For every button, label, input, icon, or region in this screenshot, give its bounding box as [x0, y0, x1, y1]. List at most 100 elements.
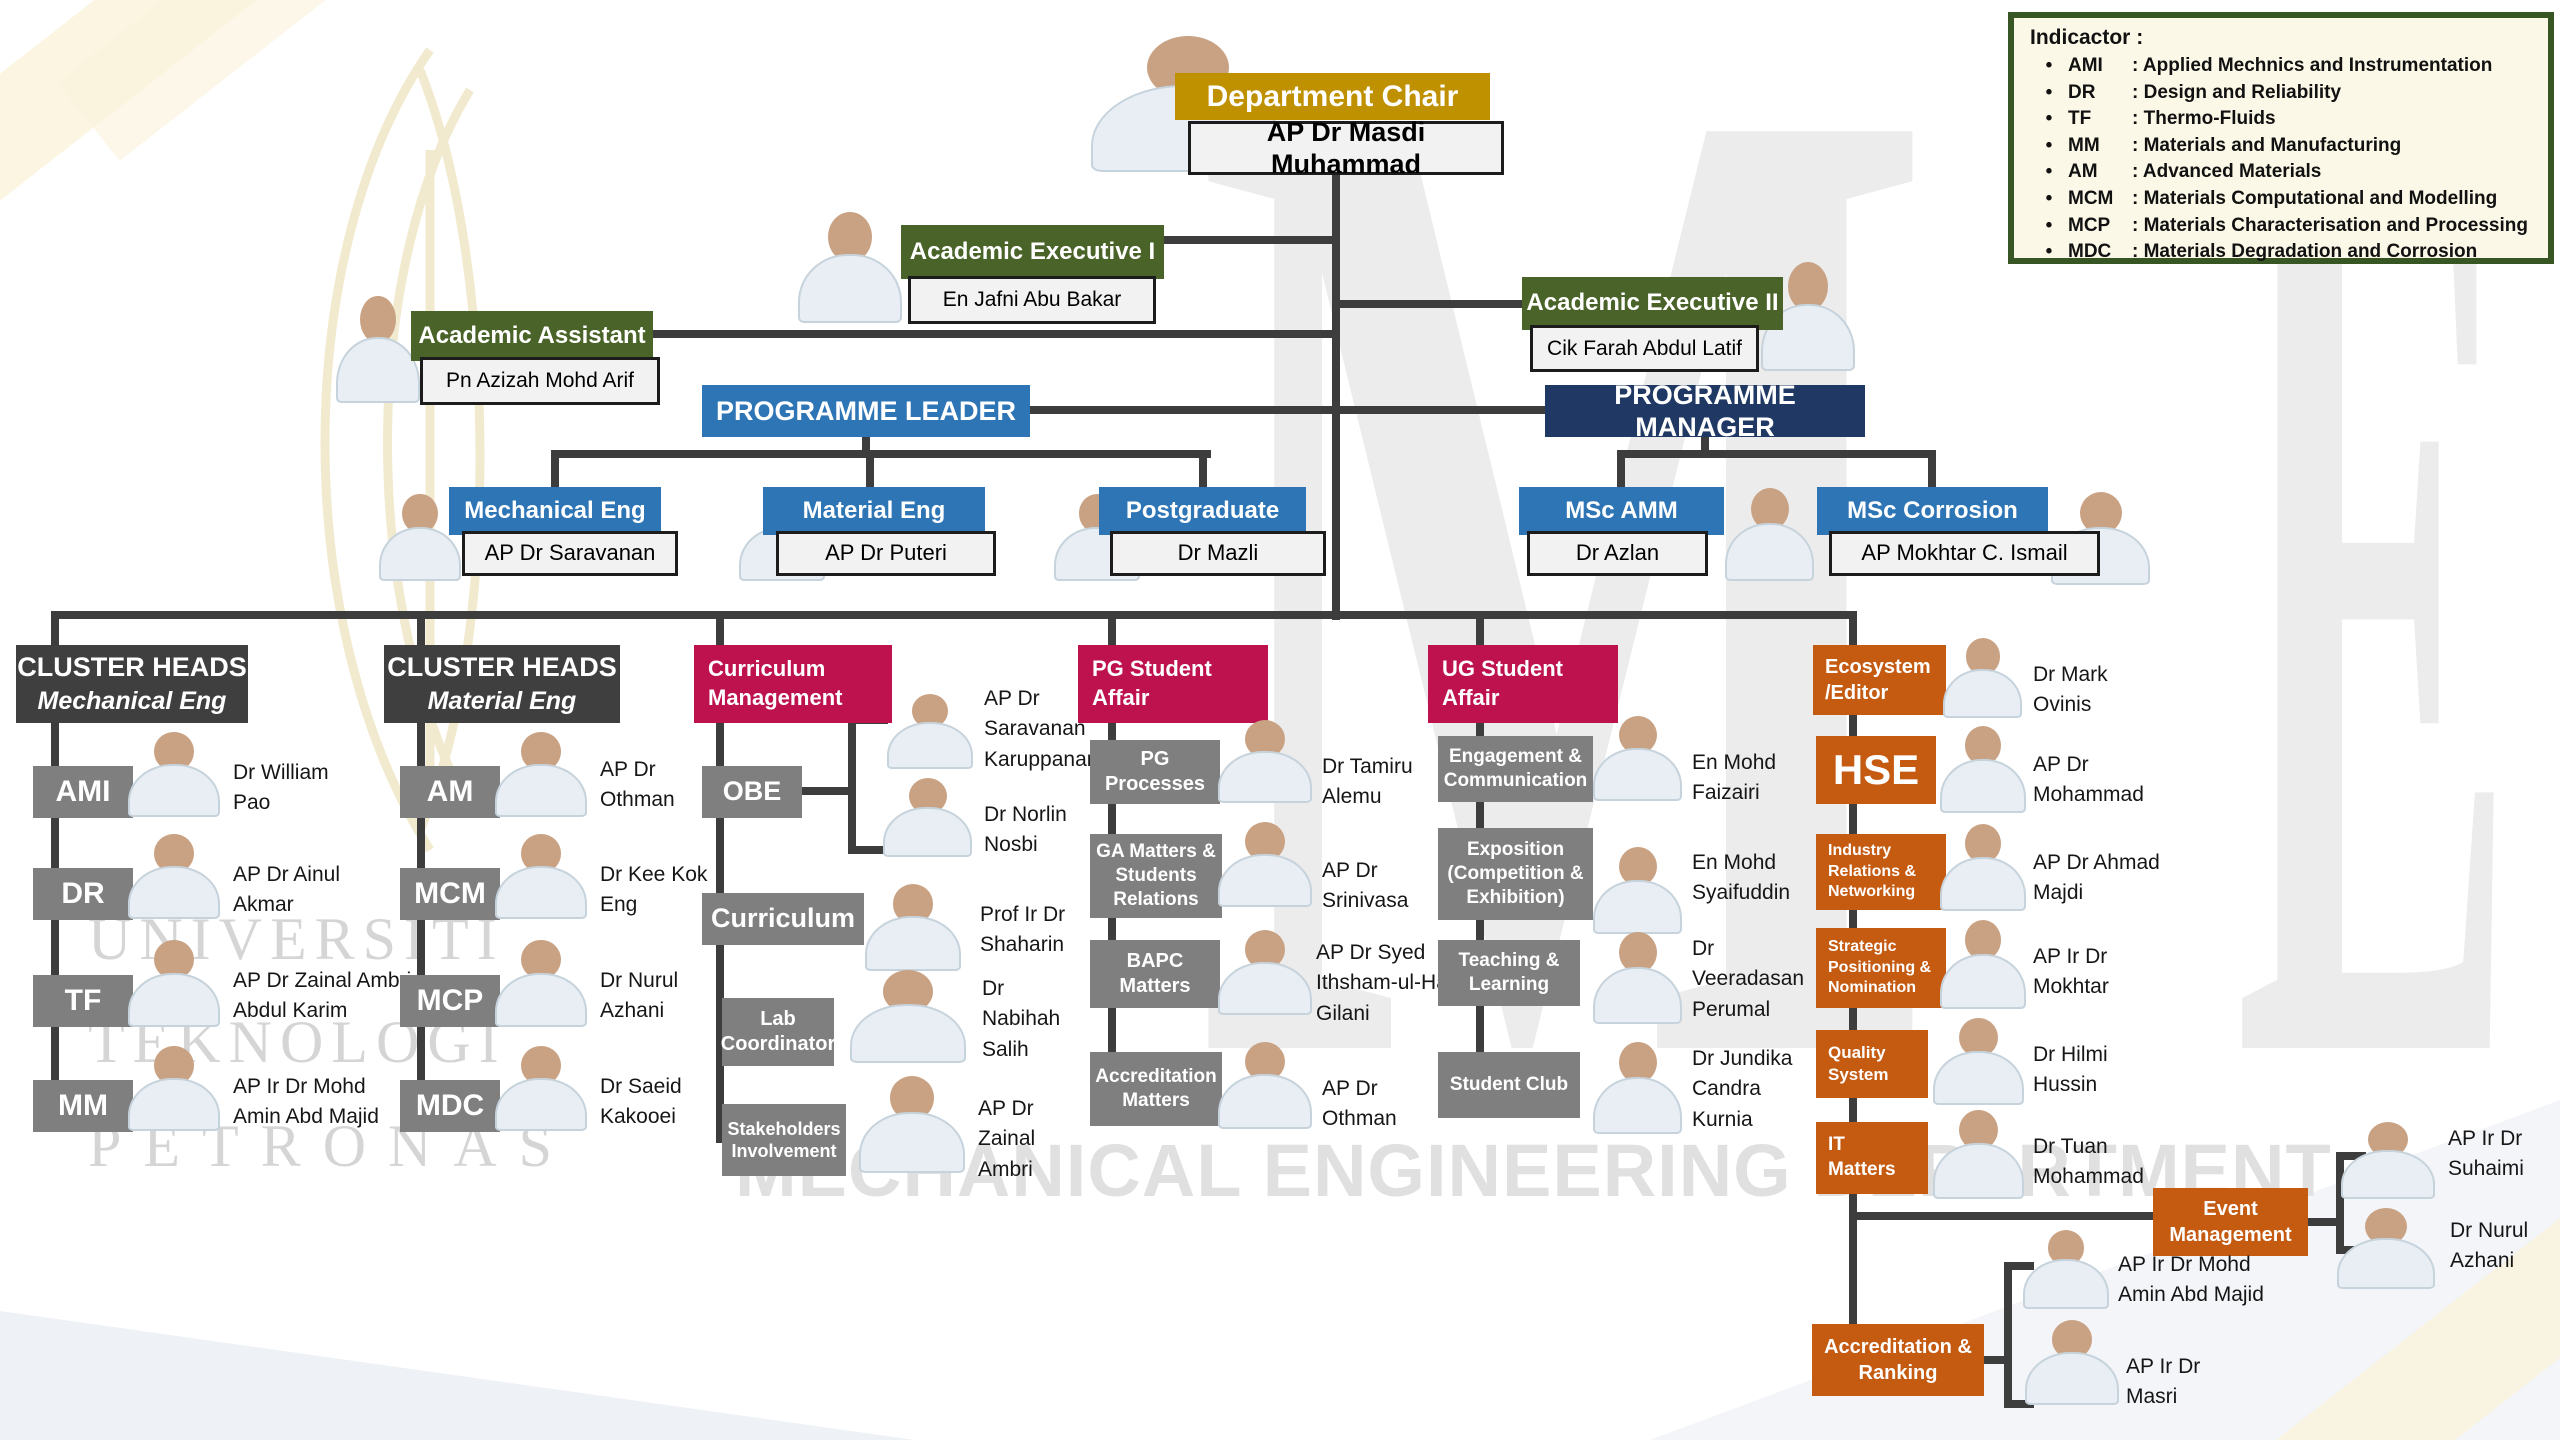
industry-name: AP Dr Ahmad Majdi — [2033, 851, 2160, 905]
accreditation-ranking-box: Accreditation & Ranking — [1812, 1324, 1984, 1396]
event-person1-photo — [2338, 1118, 2438, 1202]
cluster-mat-mcp-box: MCP — [400, 975, 500, 1027]
material-eng-title-box: Material Eng — [763, 487, 985, 535]
indicator-title: Indicactor : — [2030, 26, 2144, 49]
programme-manager-box: PROGRAMME MANAGER — [1545, 380, 1865, 442]
ug-engagement-box: Engagement & Communication — [1438, 736, 1593, 802]
strategic-photo — [1937, 916, 2029, 1012]
pg-accred-box: Accreditation Matters — [1090, 1052, 1222, 1126]
postgraduate-title-box: Postgraduate — [1099, 487, 1306, 535]
cluster-mech-subtitle: Mechanical Eng — [37, 687, 227, 716]
event-person2-name: Dr Nurul Azhani — [2450, 1219, 2529, 1273]
chair-title-box: Department Chair — [1175, 73, 1490, 120]
connector-event-r — [2308, 1218, 2340, 1226]
connector-trunk — [1332, 175, 1340, 620]
indicator-item: TF: Thermo-Fluids — [2030, 106, 2532, 133]
ug-teaching-box: Teaching & Learning — [1438, 940, 1580, 1006]
connector-event-top — [2336, 1152, 2366, 1160]
cluster-mat-mdc-box: MDC — [400, 1080, 500, 1132]
exec1-title-box: Academic Executive I — [901, 225, 1164, 279]
indicator-legend: Indicactor : AMI: Applied Mechnics and I… — [2008, 12, 2554, 264]
event-management-box: Event Management — [2153, 1188, 2308, 1256]
ecosystem-box: Ecosystem /Editor — [1813, 645, 1946, 715]
pg-ga-box: GA Matters & Students Relations — [1090, 834, 1222, 918]
connector-accred-v — [2004, 1262, 2012, 1408]
obe-person2-name: Dr Norlin Nosbi — [984, 803, 1067, 857]
pg-processes-box: PG Processes — [1090, 740, 1220, 804]
cluster-mech-dr-box: DR — [33, 868, 133, 920]
strategic-box: Strategic Positioning & Nomination — [1816, 928, 1946, 1008]
cluster-mat-mcm-name: Dr Kee Kok Eng — [600, 863, 708, 917]
industry-box: Industry Relations & Networking — [1816, 834, 1946, 910]
postgraduate-name-box: Dr Mazli — [1110, 531, 1326, 576]
accred-person1-name: AP Ir Dr Mohd Amin Abd Majid — [2118, 1253, 2264, 1307]
ug-studentclub-name: Dr Jundika Candra Kurnia — [1692, 1047, 1793, 1131]
quality-box: Quality System — [1816, 1030, 1928, 1098]
obe-person1-photo — [884, 690, 976, 772]
ug-exposition-box: Exposition (Competition & Exhibition) — [1438, 828, 1593, 920]
connector-pm-stem — [1701, 437, 1709, 455]
event-person2-photo — [2334, 1204, 2438, 1292]
curriculum-header: Curriculum Management — [694, 645, 892, 723]
exec1-photo — [795, 208, 905, 326]
accred-person2-photo — [2022, 1316, 2122, 1408]
msc-corrosion-title-box: MSc Corrosion — [1817, 487, 2048, 535]
connector-pl-child1 — [551, 450, 559, 490]
ug-header: UG Student Affair — [1428, 645, 1618, 723]
material-eng-name-box: AP Dr Puteri — [776, 531, 996, 576]
industry-photo — [1937, 820, 2029, 914]
connector-assistant — [650, 330, 1336, 338]
cluster-mat-title: CLUSTER HEADS — [387, 651, 617, 682]
curriculum-person-name: Prof Ir Dr Shaharin — [980, 903, 1066, 957]
cluster-mat-mcm-box: MCM — [400, 868, 500, 920]
cluster-mat-am-name: AP Dr Othman — [600, 758, 675, 812]
mech-eng-title-box: Mechanical Eng — [449, 487, 661, 535]
connector-event-v — [2336, 1152, 2344, 1254]
cluster-mech-tf-photo — [125, 936, 223, 1030]
connector-obe-bottom — [848, 846, 888, 854]
connector-pl-children — [551, 450, 1211, 458]
cluster-mat-am-photo — [492, 728, 590, 820]
ug-exposition-photo — [1590, 843, 1685, 937]
connector-pm-child2 — [1928, 450, 1936, 490]
pg-accred-photo — [1215, 1038, 1315, 1132]
connector-pm-children — [1617, 450, 1936, 458]
it-matters-photo — [1930, 1106, 2027, 1202]
connector-pl-pm — [1028, 406, 1548, 414]
indicator-item: MM: Materials and Manufacturing — [2030, 133, 2532, 160]
pg-bapc-name: AP Dr Syed Ithsham-ul-Haq Gilani — [1316, 941, 1460, 1025]
watermark-department-name: MECHANICAL ENGINEERING DEPARTMENT — [735, 1129, 2332, 1212]
utp-logo-watermark — [320, 47, 485, 853]
corner-decor-bottom-left — [0, 1311, 915, 1440]
cluster-mat-mcp-name: Dr Nurul Azhani — [600, 969, 679, 1023]
ug-exposition-name: En Mohd Syaifuddin — [1692, 851, 1791, 905]
ug-studentclub-box: Student Club — [1438, 1052, 1580, 1118]
obe-box: OBE — [702, 766, 802, 818]
cluster-mech-dr-photo — [125, 830, 223, 922]
cluster-mat-mcm-photo — [492, 830, 590, 922]
hse-photo — [1937, 722, 2029, 816]
obe-person2-photo — [880, 774, 975, 860]
cluster-mech-header: CLUSTER HEADS Mechanical Eng — [16, 645, 248, 723]
hse-box: HSE — [1816, 736, 1936, 804]
assistant-title-box: Academic Assistant — [411, 311, 653, 361]
connector-feeder — [51, 611, 1857, 619]
cluster-mech-dr-name: AP Dr Ainul Akmar — [233, 863, 340, 917]
bullet-icon — [2030, 80, 2068, 107]
pg-ga-name: AP Dr Srinivasa — [1322, 859, 1409, 913]
cluster-mat-am-box: AM — [400, 766, 500, 818]
bullet-icon — [2030, 106, 2068, 133]
cluster-mat-subtitle: Material Eng — [427, 687, 577, 716]
connector-pm-child1 — [1617, 450, 1625, 490]
chair-name-box: AP Dr Masdi Muhammad — [1188, 117, 1504, 179]
stakeholders-photo — [856, 1072, 968, 1176]
connector-accred-r — [1984, 1356, 2012, 1364]
cluster-mech-ami-name: Dr William Pao — [233, 761, 329, 815]
pg-header: PG Student Affair — [1078, 645, 1268, 723]
connector-pl-child2 — [866, 450, 874, 490]
ug-teaching-name: Dr Veeradasan Perumal — [1692, 937, 1805, 1021]
cluster-mech-tf-box: TF — [33, 975, 133, 1027]
lab-coordinator-photo — [846, 965, 970, 1067]
pg-processes-name: Dr Tamiru Alemu — [1322, 755, 1413, 809]
indicator-item: MDC: Materials Degradation and Corrosion — [2030, 239, 2532, 266]
